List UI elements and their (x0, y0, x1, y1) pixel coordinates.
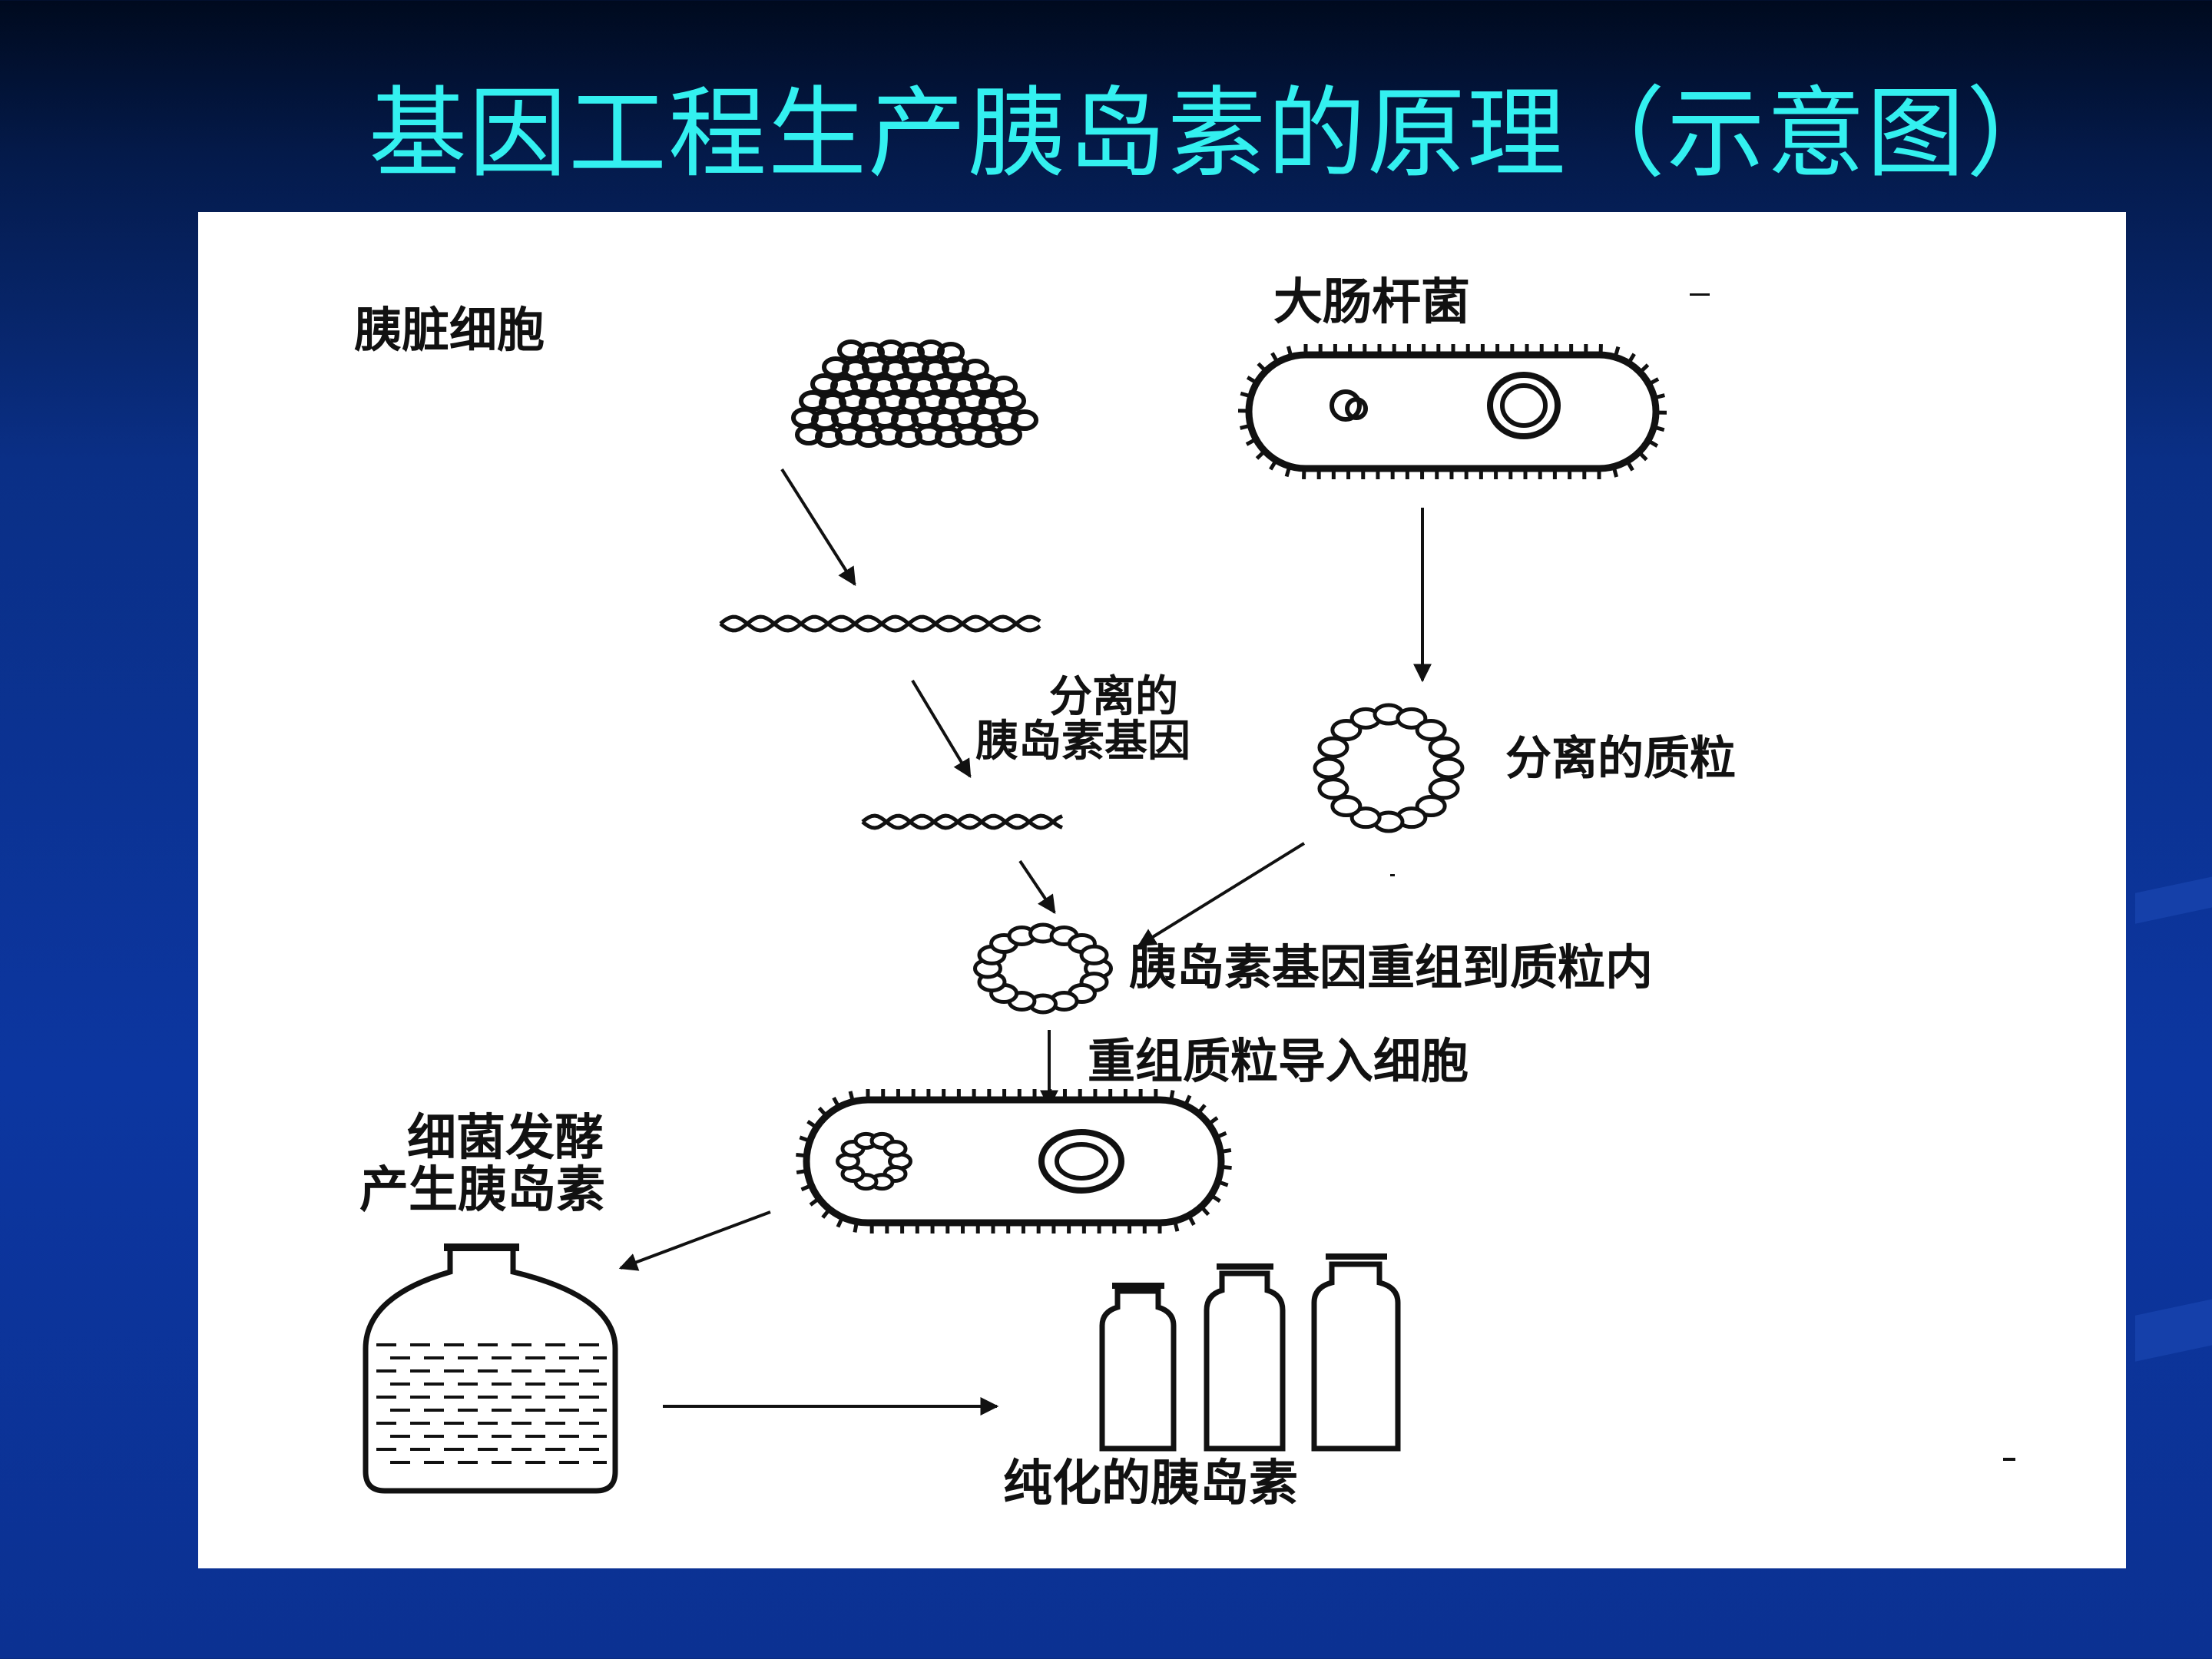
recombinant-bacterium (796, 1089, 1232, 1233)
label-ferment-line2: 产生胰岛素 (359, 1162, 605, 1219)
arrow-dna-to-gene (911, 679, 972, 779)
label-introduce: 重组质粒导入细胞 (1088, 1033, 1469, 1089)
fermentation-bottle (363, 1243, 618, 1494)
background-stripe (2135, 873, 2212, 924)
label-isolated-gene-line1: 分离的 (1049, 672, 1178, 722)
label-recombine: 胰岛素基因重组到质粒内 (1129, 939, 1654, 995)
pancreas-cell-cluster (791, 339, 1038, 448)
label-ferment-line1: 细菌发酵 (407, 1110, 604, 1167)
diagram-drawing (363, 293, 2015, 1494)
isolated-plasmid (1313, 703, 1465, 833)
scan-specks (1390, 293, 2015, 1461)
label-ecoli: 大肠杆菌 (1273, 274, 1470, 331)
label-isolated-plasmid: 分离的质粒 (1505, 732, 1736, 786)
label-pancreas-cells: 胰脏细胞 (354, 302, 545, 358)
background-stripe (2135, 1296, 2212, 1362)
slide-title: 基因工程生产胰岛素的原理（示意图） (369, 77, 2067, 191)
pancreas-dna-strand (719, 614, 1041, 633)
label-purified: 纯化的胰岛素 (1003, 1455, 1298, 1512)
recombinant-plasmid (973, 922, 1113, 1015)
label-isolated-gene-line2: 胰岛素基因 (975, 717, 1190, 767)
arrow-gene-to-recombinant (1018, 859, 1056, 914)
diagram-figure: 胰脏细胞 大肠杆菌 分离的 胰岛素基因 分离的质粒 胰岛素基因重组到质粒内 重组… (198, 212, 2126, 1568)
ecoli-bacterium-top (1237, 343, 1667, 480)
purified-insulin-vials (1099, 1253, 1401, 1452)
isolated-gene-strand (861, 813, 1063, 830)
arrow-cells-to-dna (780, 468, 856, 587)
arrow-cell-to-bottle (618, 1210, 771, 1271)
arrow-plasmid-to-recombinant (1137, 842, 1306, 947)
